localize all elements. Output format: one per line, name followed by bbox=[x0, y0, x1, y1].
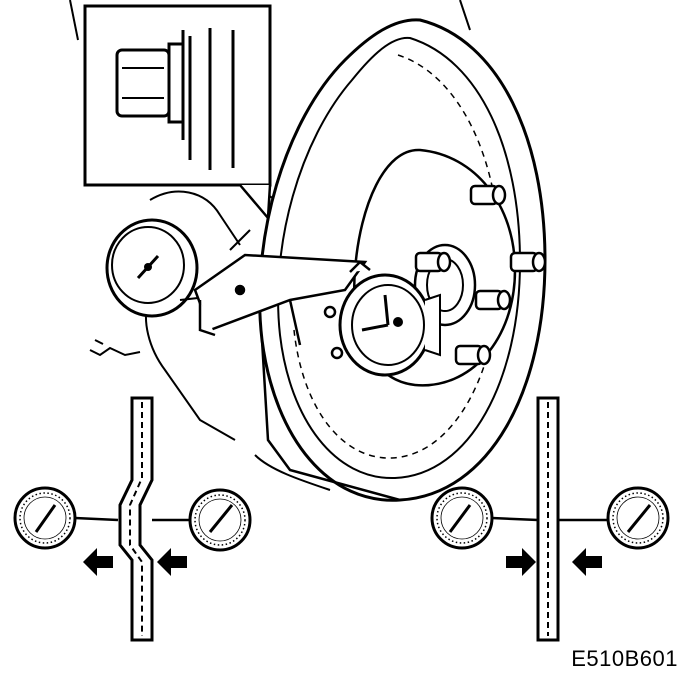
figure-code: E510B601 bbox=[571, 646, 678, 671]
lug-nut-detail-icon bbox=[83, 4, 272, 222]
dial-indicator-icon bbox=[430, 486, 539, 550]
dial-indicator-icon bbox=[13, 486, 119, 550]
dial-indicator-mount bbox=[193, 253, 371, 360]
dial-indicator-icon bbox=[152, 488, 252, 552]
dial-indicator-icon bbox=[558, 486, 670, 550]
flat-disc-illustration bbox=[430, 396, 670, 642]
push-arrow-icon bbox=[83, 548, 113, 576]
warped-disc-illustration bbox=[13, 396, 252, 642]
dial-indicator-icon bbox=[338, 273, 441, 377]
push-arrow-icon bbox=[506, 548, 536, 576]
push-arrow-icon bbox=[157, 548, 187, 576]
dial-indicator-icon bbox=[105, 218, 199, 318]
push-arrow-icon bbox=[572, 548, 602, 576]
wheel-studs bbox=[414, 184, 547, 366]
